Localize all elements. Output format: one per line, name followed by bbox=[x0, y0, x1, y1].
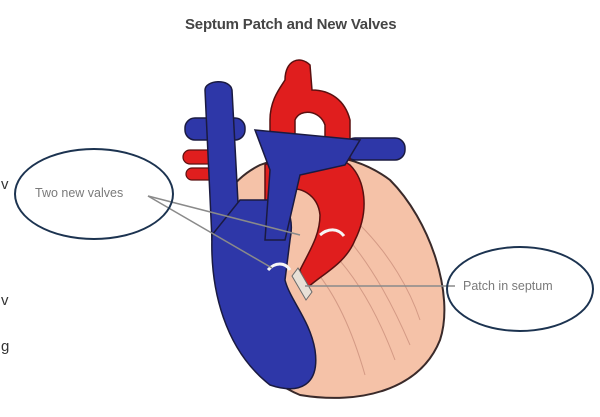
callout-oval-valves bbox=[14, 148, 174, 240]
callout-oval-patch bbox=[446, 246, 594, 332]
